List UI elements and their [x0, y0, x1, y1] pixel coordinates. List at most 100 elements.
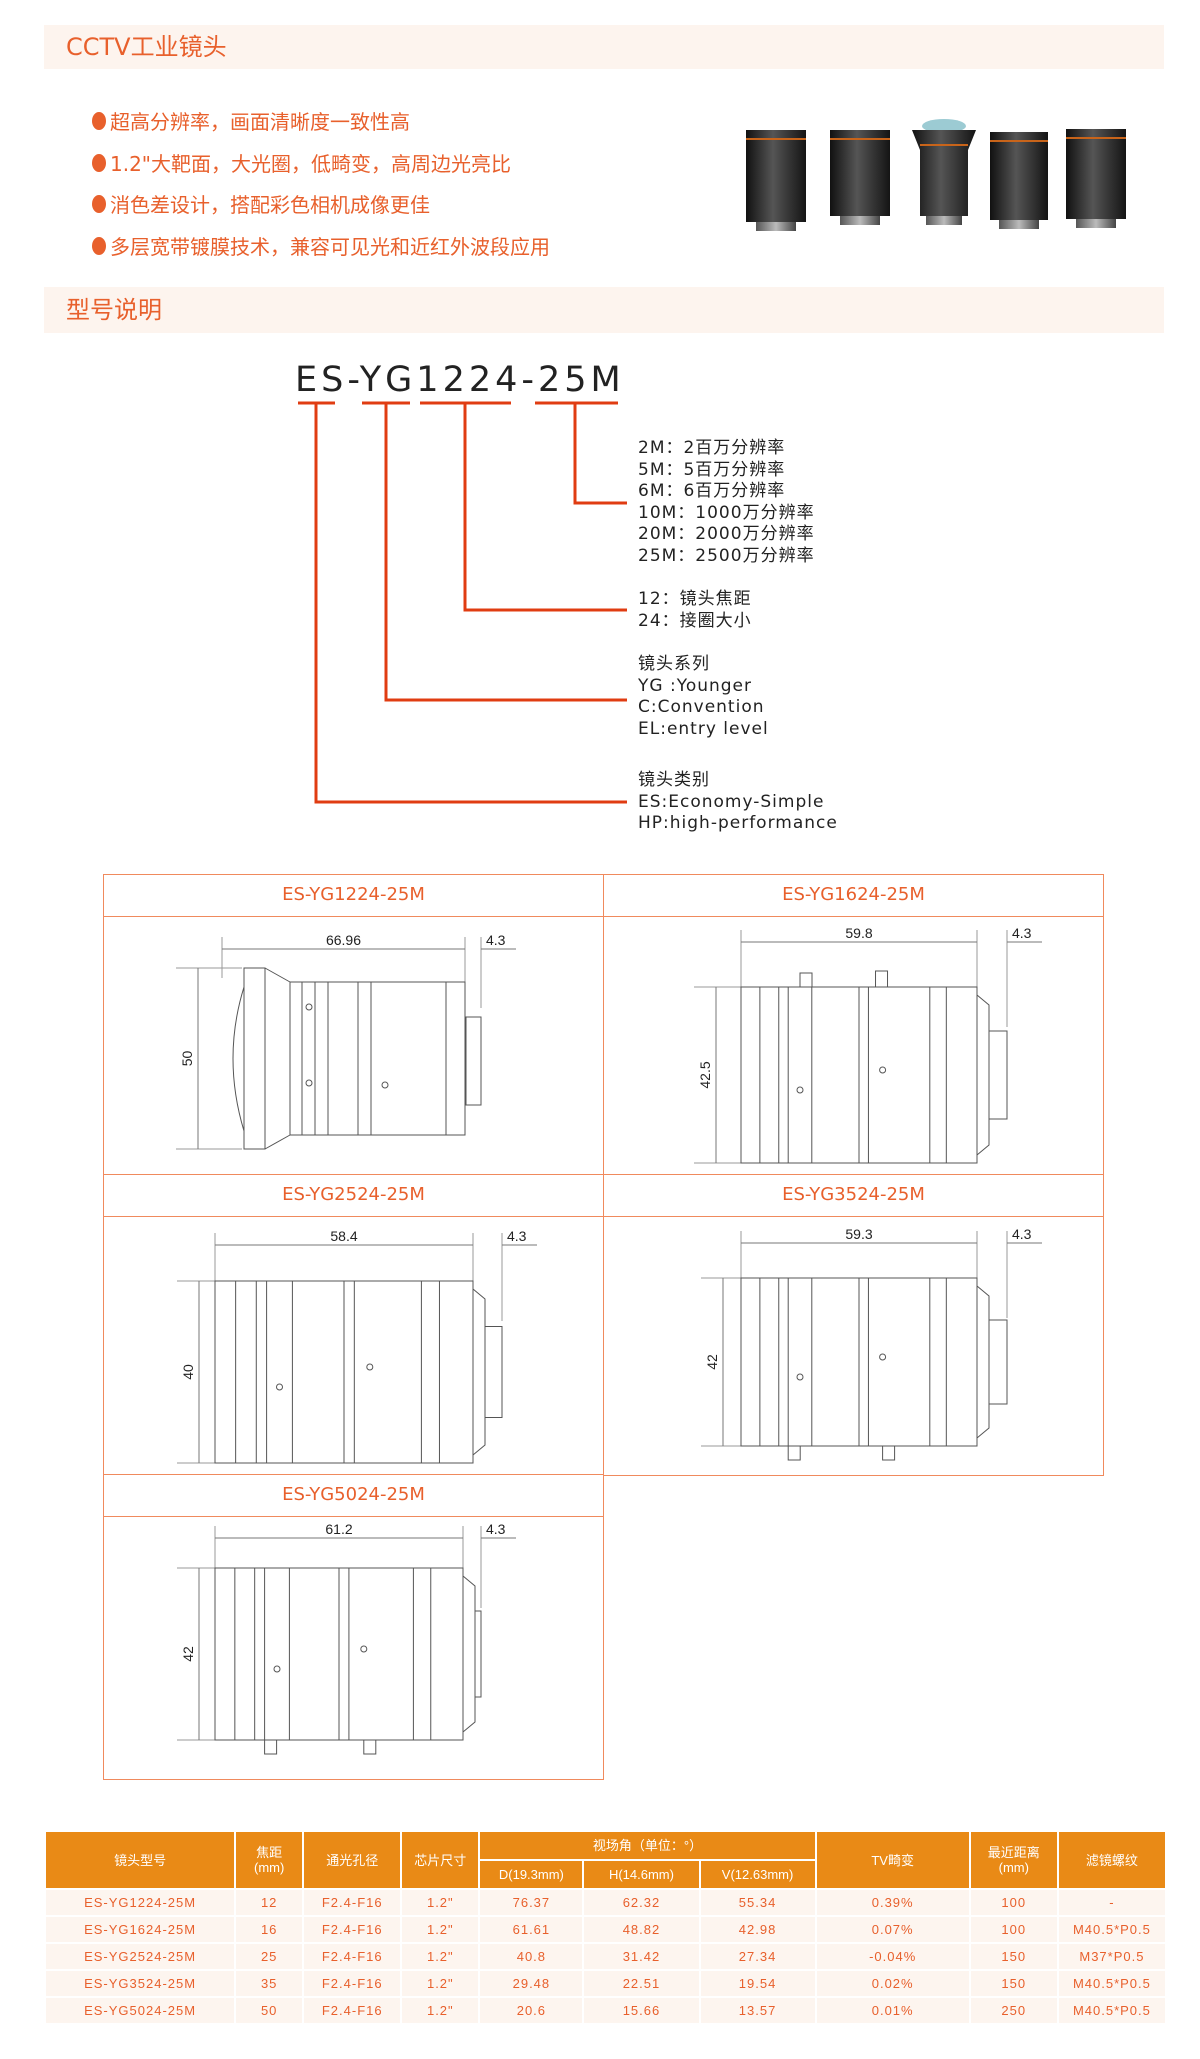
table-cell: M40.5*P0.5: [1058, 1971, 1165, 1996]
section-title-model: 型号说明: [44, 287, 1164, 333]
length-label: 59.3: [845, 1226, 872, 1242]
feature-item: 超高分辨率，画面清晰度一致性高: [92, 106, 410, 135]
section-title-intro: CCTV工业镜头: [44, 25, 1164, 69]
flange-label: 4.3: [486, 1521, 506, 1537]
table-cell: 27.34: [700, 1944, 815, 1969]
table-cell: 42.98: [700, 1917, 815, 1942]
table-cell: 150: [970, 1971, 1057, 1996]
table-cell: 62.32: [584, 1890, 699, 1915]
th-mod: 最近距离 (mm): [970, 1832, 1057, 1888]
category-legend: 镜头类别 ES:Economy-Simple HP:high-performan…: [638, 770, 838, 835]
legend-line: ES:Economy-Simple: [638, 791, 825, 812]
legend-line: 20M：2000万分辨率: [638, 524, 815, 544]
legend-line: 6M：6百万分辨率: [638, 481, 786, 501]
table-cell: M40.5*P0.5: [1058, 1998, 1165, 2023]
table-cell: 35: [236, 1971, 303, 1996]
th-sensor: 芯片尺寸: [402, 1832, 479, 1888]
th-fov-v: V(12.63mm): [700, 1861, 815, 1888]
flange-label: 4.3: [1012, 1226, 1032, 1242]
resolution-legend: 2M：2百万分辨率 5M：5百万分辨率 6M：6百万分辨率 10M：1000万分…: [638, 438, 815, 567]
table-cell: 1.2": [402, 1971, 479, 1996]
length-label: 58.4: [330, 1228, 357, 1244]
legend-line: 镜头系列: [638, 654, 710, 674]
legend-line: EL:entry level: [638, 718, 769, 739]
bullet-icon: [92, 194, 106, 213]
table-cell: ES-YG1224-25M: [46, 1890, 235, 1915]
table-cell: 40.8: [480, 1944, 583, 1969]
table-cell: 16: [236, 1917, 303, 1942]
table-cell: 31.42: [584, 1944, 699, 1969]
table-cell: 12: [236, 1890, 303, 1915]
table-cell: 50: [236, 1998, 303, 2023]
legend-line: 2M：2百万分辨率: [638, 438, 786, 458]
diameter-label: 42.5: [697, 1061, 713, 1088]
flange-label: 4.3: [1012, 925, 1032, 941]
dimension-lines: [694, 930, 1042, 1164]
table-cell: 55.34: [700, 1890, 815, 1915]
table-cell: ES-YG1624-25M: [46, 1917, 235, 1942]
dimension-lines: [177, 1526, 516, 1741]
table-cell: 100: [970, 1917, 1057, 1942]
table-cell: 0.07%: [816, 1917, 969, 1942]
diameter-label: 50: [179, 1051, 195, 1067]
bullet-icon: [92, 236, 106, 255]
th-filter: 滤镜螺纹: [1058, 1832, 1165, 1888]
feature-text: 多层宽带镀膜技术，兼容可见光和近红外波段应用: [110, 235, 550, 259]
drawing-title: ES-YG1624-25M: [604, 875, 1103, 917]
lens-product-photo: [746, 119, 1126, 231]
dimension-lines: [176, 937, 516, 1150]
table-cell: 250: [970, 1998, 1057, 2023]
model-code-leader-lines: [298, 401, 627, 804]
th-fov-h: H(14.6mm): [584, 1861, 699, 1888]
drawing-title: ES-YG3524-25M: [604, 1175, 1103, 1217]
table-cell: 29.48: [480, 1971, 583, 1996]
table-cell: F2.4-F16: [304, 1944, 401, 1969]
table-cell: 100: [970, 1890, 1057, 1915]
feature-text: 消色差设计，搭配彩色相机成像更佳: [110, 193, 430, 217]
drawing-title: ES-YG2524-25M: [104, 1175, 603, 1217]
bullet-icon: [92, 153, 106, 172]
table-cell: 1.2": [402, 1890, 479, 1915]
table-cell: -: [1058, 1890, 1165, 1915]
table-cell: 22.51: [584, 1971, 699, 1996]
focal-legend: 12：镜头焦距 24：接圈大小: [638, 589, 752, 632]
lens-outline: [214, 1280, 503, 1464]
table-cell: 0.39%: [816, 1890, 969, 1915]
table-cell: 76.37: [480, 1890, 583, 1915]
dimension-lines: [177, 1233, 537, 1464]
table-cell: ES-YG5024-25M: [46, 1998, 235, 2023]
th-model: 镜头型号: [46, 1832, 235, 1888]
table-cell: 13.57: [700, 1998, 815, 2023]
table-cell: ES-YG3524-25M: [46, 1971, 235, 1996]
drawing-title: ES-YG5024-25M: [104, 1475, 603, 1517]
table-cell: 0.02%: [816, 1971, 969, 1996]
lens-outline: [214, 1567, 482, 1755]
table-cell: 1.2": [402, 1944, 479, 1969]
legend-line: YG :Younger: [638, 675, 753, 696]
table-cell: 19.54: [700, 1971, 815, 1996]
table-cell: 0.01%: [816, 1998, 969, 2023]
table-cell: M40.5*P0.5: [1058, 1917, 1165, 1942]
table-cell: 25: [236, 1944, 303, 1969]
table-cell: F2.4-F16: [304, 1971, 401, 1996]
table-cell: 20.6: [480, 1998, 583, 2023]
diameter-label: 42: [180, 1646, 196, 1662]
table-cell: -0.04%: [816, 1944, 969, 1969]
th-focal: 焦距 (mm): [236, 1832, 303, 1888]
legend-line: 24：接圈大小: [638, 610, 752, 631]
lens-outline: [740, 970, 1008, 1164]
spec-table: 镜头型号 焦距 (mm) 通光孔径 芯片尺寸 视场角（单位：°） TV畸变 最近…: [44, 1830, 1167, 2025]
legend-line: HP:high-performance: [638, 813, 838, 833]
